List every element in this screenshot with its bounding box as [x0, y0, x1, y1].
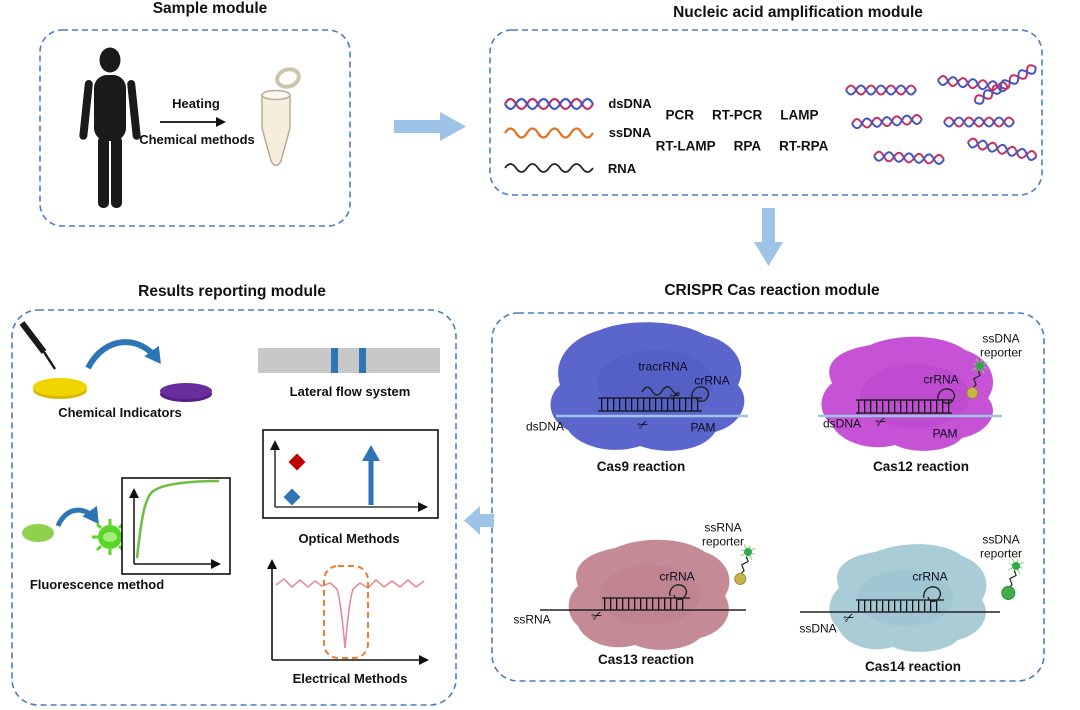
amplification-methods-row1: PCR RT-PCR LAMP — [665, 108, 818, 123]
cas12-pam-label: PAM — [932, 426, 958, 441]
dsdna-amplicon-icon — [850, 113, 924, 130]
method-pcr: PCR — [665, 107, 695, 123]
heating-label: Heating — [172, 96, 220, 112]
electrical-methods-graphic — [267, 559, 429, 665]
cas12-reporter-label-line2: reporter — [979, 345, 1023, 360]
cas14-reporter-label-line2: reporter — [979, 546, 1023, 561]
cas9-pam-label: PAM — [690, 420, 716, 435]
crispr-module-title: CRISPR Cas reaction module — [664, 281, 880, 299]
chemical-indicators-label: Chemical Indicators — [58, 405, 182, 421]
electrical-signal-trace — [275, 577, 425, 649]
cas14-reaction-graphic: ✂ — [800, 544, 1024, 652]
cas13-target-label: ssRNA — [513, 612, 551, 627]
optical-methods-graphic — [262, 429, 439, 519]
cas9-tracrrna-label: tracrRNA — [638, 359, 688, 374]
cas13-crrna-label: crRNA — [659, 569, 695, 584]
cas14-crrna-label: crRNA — [912, 569, 948, 584]
method-rpa: RPA — [733, 138, 762, 154]
cas13-protein-blob — [568, 539, 730, 650]
method-lamp: LAMP — [780, 107, 819, 123]
dsdna-amplicon-icon — [943, 116, 1015, 128]
cas12-hybridization-ladder — [856, 399, 952, 414]
amplified-dna-cluster — [845, 62, 1039, 166]
human-silhouette-icon — [79, 47, 141, 208]
method-rtpcr: RT-PCR — [712, 107, 763, 123]
cas12-reaction-name: Cas12 reaction — [872, 458, 970, 474]
cas9-tracrrna-squiggle — [641, 386, 681, 396]
optical-methods-label: Optical Methods — [298, 531, 400, 547]
cas9-protein-blob — [550, 322, 745, 451]
dsdna-amplicon-icon — [845, 84, 917, 96]
chemical-methods-label: Chemical methods — [139, 132, 255, 148]
amplification-methods-row2: RT-LAMP RPA RT-RPA — [656, 139, 829, 154]
cas14-target-label: ssDNA — [799, 621, 837, 636]
dsdna-amplicon-icon — [966, 136, 1039, 162]
cas9-reaction-graphic: ✂ ✂ — [550, 322, 748, 451]
rna-wave-icon — [504, 163, 594, 173]
flow-arrow-sample-to-amplification — [394, 112, 466, 141]
method-rtrpa: RT-RPA — [779, 138, 829, 154]
cas14-reaction-name: Cas14 reaction — [864, 658, 962, 674]
fluorescence-chart-box — [121, 477, 231, 575]
dsdna-amplicon-icon — [936, 74, 1010, 93]
cas13-crrna-hairpin — [669, 584, 688, 600]
amplification-module-title: Nucleic acid amplification module — [673, 3, 923, 21]
tube-icon — [261, 67, 301, 167]
reaction-arrow — [55, 505, 99, 528]
cas9-crrna-label: crRNA — [694, 373, 730, 388]
cas12-reaction-graphic: ✂ — [818, 336, 1002, 451]
cas13-reporter-label-line2: reporter — [701, 534, 745, 549]
fluorescence-graphic — [22, 477, 231, 575]
dsdna-amplicon-icon — [872, 150, 946, 166]
cas14-crrna-hairpin — [923, 586, 942, 602]
cas9-hybridization-ladder — [598, 397, 702, 412]
sample-module-title: Sample module — [152, 0, 268, 17]
optical-chart-box — [262, 429, 439, 519]
quenched-probe-icon — [22, 524, 54, 542]
reaction-arrow — [85, 339, 161, 370]
chemical-indicators-graphic — [19, 321, 212, 402]
rna-input-label: RNA — [607, 161, 637, 177]
pipette-icon — [19, 321, 47, 354]
cas12-ssdna-reporter-icon — [966, 358, 988, 399]
cas13-reporter-label-line1: ssRNA — [704, 520, 742, 535]
cas14-protein-blob — [829, 544, 987, 652]
ssdna-wave-icon — [504, 127, 594, 139]
cas14-reporter-label-line1: ssDNA — [982, 532, 1020, 547]
cas12-target-label: dsDNA — [822, 416, 862, 431]
sample-module-box — [39, 29, 351, 227]
cas13-ssrna-reporter-icon — [734, 544, 756, 585]
results-module-title: Results reporting module — [138, 282, 326, 300]
signal-dip-highlight — [323, 565, 369, 659]
cas12-crrna-hairpin — [937, 388, 956, 404]
dsdna-input-label: dsDNA — [608, 96, 652, 112]
results-module-box — [11, 309, 457, 706]
cas9-target-label: dsDNA — [525, 419, 565, 434]
lateral-flow-label: Lateral flow system — [289, 384, 411, 400]
yellow-dish-icon — [33, 378, 87, 396]
cas13-reaction-name: Cas13 reaction — [597, 651, 695, 667]
fluorescence-method-label: Fluorescence method — [29, 577, 165, 593]
cas13-reaction-graphic: ✂ — [540, 539, 756, 650]
ssdna-input-label: ssDNA — [608, 125, 652, 141]
dsdna-wave-icon — [504, 97, 594, 111]
cas9-crrna-hairpin — [691, 386, 710, 402]
flow-arrow-amplification-to-crispr — [754, 208, 783, 266]
electrical-methods-label: Electrical Methods — [292, 671, 408, 687]
cas12-reporter-label-line1: ssDNA — [982, 331, 1020, 346]
flow-arrow-crispr-to-results — [464, 506, 494, 535]
cas9-reaction-name: Cas9 reaction — [596, 458, 686, 474]
lateral-flow-strip-icon — [258, 348, 440, 373]
cas12-crrna-label: crRNA — [923, 372, 959, 387]
amplification-module-box — [489, 29, 1043, 196]
cas14-ssdna-reporter-icon — [1001, 558, 1024, 600]
method-rtlamp: RT-LAMP — [655, 138, 716, 154]
cas12-protein-blob — [821, 336, 994, 451]
purple-dish-icon — [160, 383, 212, 399]
crispr-module-box — [491, 312, 1045, 682]
amplification-curve — [135, 479, 220, 559]
